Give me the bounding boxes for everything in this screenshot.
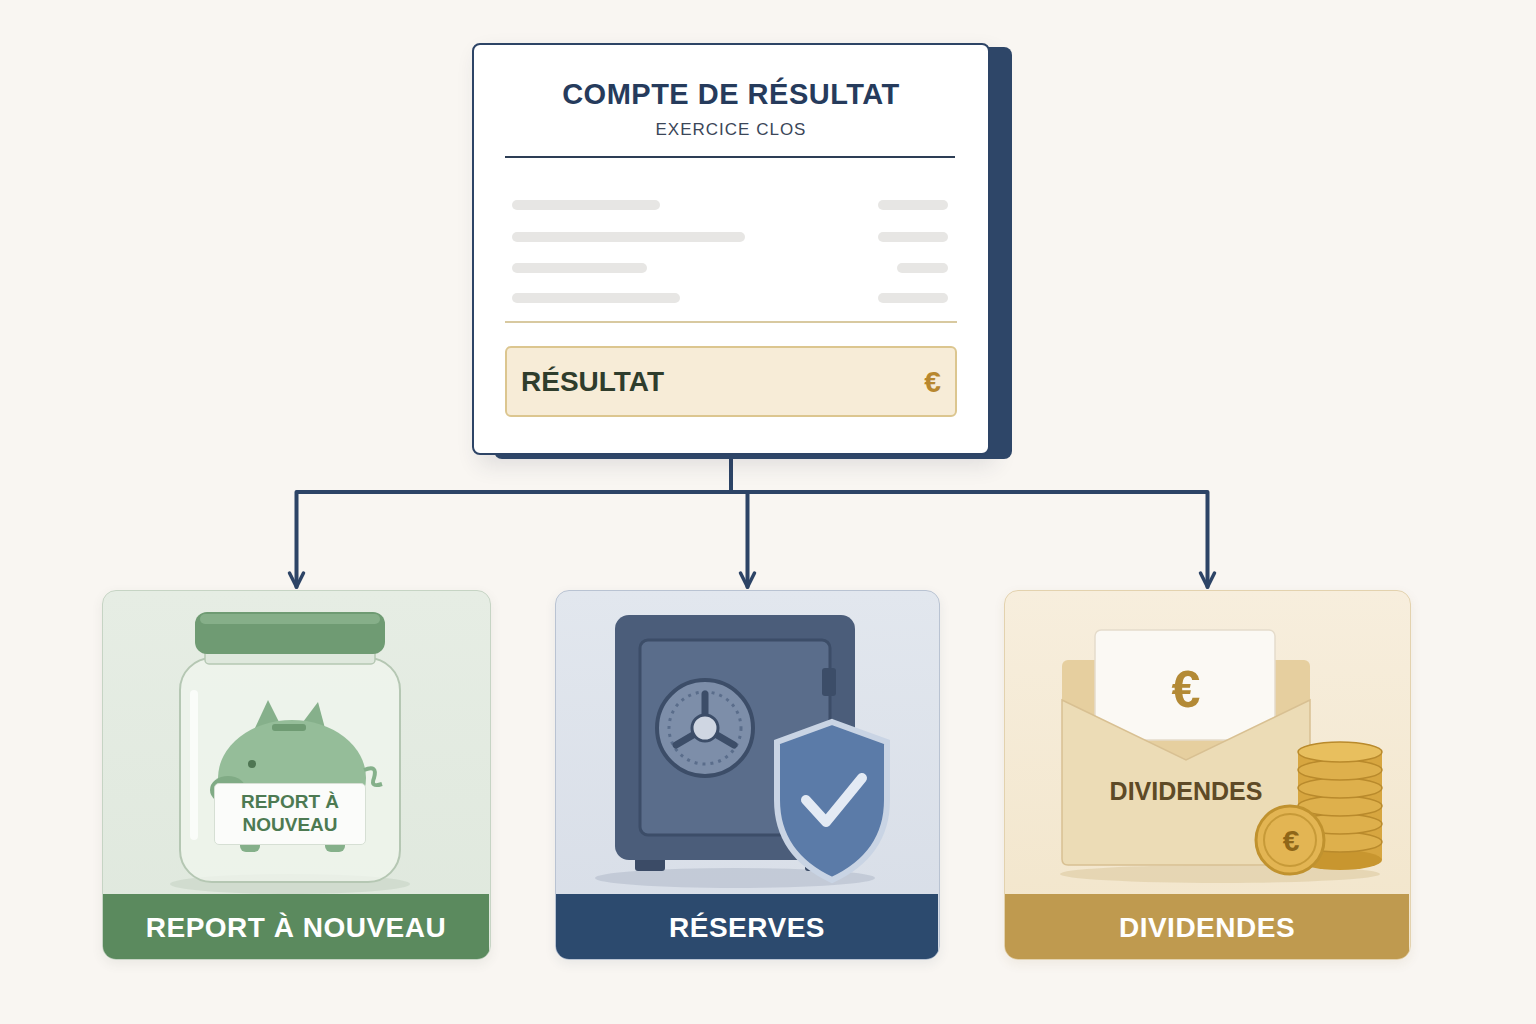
text-slot: EXERCICE CLOS <box>474 117 988 143</box>
connectors <box>297 455 1208 587</box>
statement-lines <box>505 157 957 322</box>
node-text: DIVIDENDES <box>1119 912 1295 944</box>
text-slot: € <box>1141 654 1231 724</box>
jar-illustration <box>170 612 410 894</box>
result-row: RÉSULTAT € <box>505 346 957 417</box>
node-text: REPORT À NOUVEAU <box>146 912 446 944</box>
flow-connector <box>731 455 748 587</box>
node-text: RÉSULTAT <box>521 366 664 398</box>
text-slot: DIVIDENDES <box>1073 771 1299 811</box>
statement-card: COMPTE DE RÉSULTAT EXERCICE CLOS RÉSULTAT € <box>472 43 990 455</box>
node-text: RÉSERVES <box>669 912 825 944</box>
carry-forward-card: REPORT À NOUVEAU REPORT À NOUVEAU <box>102 590 491 960</box>
node-text: € <box>1283 824 1300 858</box>
flow-connector <box>731 455 1208 587</box>
node-text: COMPTE DE RÉSULTAT <box>562 78 900 111</box>
footer-band: RÉSERVES <box>556 894 938 960</box>
node-text: EXERCICE CLOS <box>656 120 807 140</box>
node-text: REPORT À NOUVEAU <box>221 791 359 837</box>
text-slot: COMPTE DE RÉSULTAT <box>474 73 988 115</box>
node-text: DIVIDENDES <box>1110 777 1263 806</box>
dividends-card: € DIVIDENDES € DIVIDENDES <box>1004 590 1411 960</box>
text-slot: REPORT À NOUVEAU <box>214 783 366 845</box>
coin-stack <box>1298 742 1382 870</box>
node-text: € <box>1172 659 1201 719</box>
text-slot: RÉSULTAT <box>521 348 821 415</box>
reserves-card: RÉSERVES <box>555 590 940 960</box>
safe-illustration <box>595 615 887 888</box>
text-slot: € <box>875 348 941 415</box>
footer-band: DIVIDENDES <box>1005 894 1409 960</box>
envelope-illustration <box>1060 630 1382 883</box>
node-text: € <box>924 365 941 399</box>
footer-band: REPORT À NOUVEAU <box>103 894 489 960</box>
text-slot: € <box>1266 816 1316 866</box>
flow-connector <box>297 455 732 587</box>
